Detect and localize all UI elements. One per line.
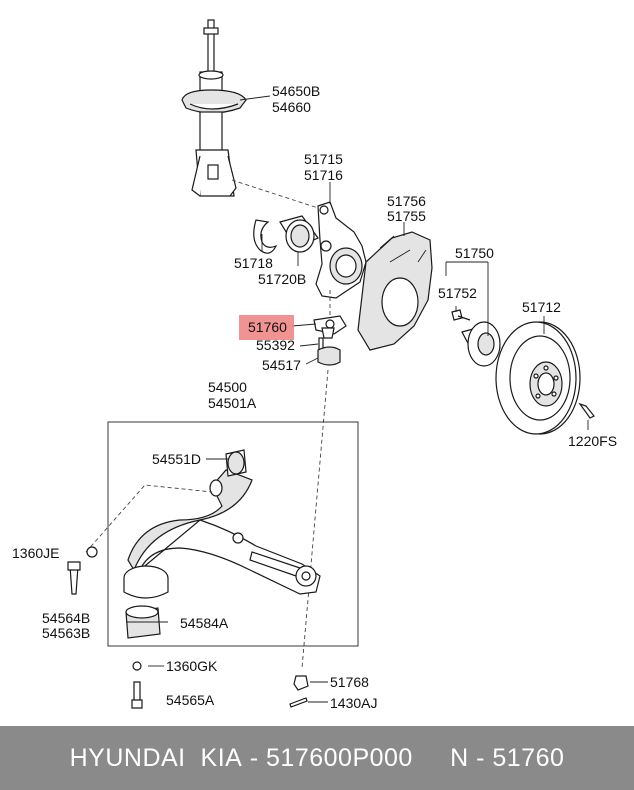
brake-disc [495, 321, 581, 435]
label-51752: 51752 [438, 285, 477, 301]
label-54650b: 54650B [272, 83, 320, 99]
part-number-footer: HYUNDAI KIA - 517600P000 N - 51760 [0, 726, 634, 790]
disc-screw [578, 402, 595, 419]
lower-arm-group-box [107, 421, 359, 647]
footer-n-value: 51760 [492, 743, 565, 772]
label-51756: 51756 [387, 193, 426, 209]
dust-shield [357, 231, 433, 351]
footer-separator: - [242, 743, 267, 772]
label-51718: 51718 [234, 255, 273, 271]
bushing-a [125, 605, 161, 639]
leader-lines [126, 95, 589, 703]
footer-separator-2: - [468, 743, 493, 772]
part-labels: 54650B 54660 51715 51716 51756 51755 517… [12, 83, 617, 711]
label-1360gk: 1360GK [166, 658, 218, 674]
footer-part-number: 517600P000 [266, 743, 413, 772]
label-55392: 55392 [256, 337, 295, 353]
ball-joint [313, 315, 347, 366]
label-1360je: 1360JE [12, 545, 59, 561]
pin-1430aj [289, 697, 308, 708]
strut-assembly [181, 19, 247, 197]
label-1430aj: 1430AJ [330, 695, 377, 711]
part-highlight [239, 315, 294, 340]
label-51712: 51712 [522, 299, 561, 315]
label-54660: 54660 [272, 99, 311, 115]
label-51750: 51750 [455, 245, 494, 261]
label-54551d: 54551D [152, 451, 201, 467]
nut-1360gk [132, 661, 142, 671]
label-54517: 54517 [262, 357, 301, 373]
label-51755: 51755 [387, 208, 426, 224]
wheel-bearing [279, 215, 319, 253]
label-51716: 51716 [304, 167, 343, 183]
label-1220fs: 1220FS [568, 433, 617, 449]
label-54564b: 54564B [42, 610, 90, 626]
label-54501a: 54501A [208, 395, 257, 411]
steering-knuckle [315, 201, 367, 299]
lower-control-arm [123, 469, 321, 599]
nut-51768 [293, 675, 309, 691]
wheel-hub [451, 309, 501, 367]
label-51720b: 51720B [258, 271, 306, 287]
nut-1360je [86, 546, 98, 558]
label-54563b: 54563B [42, 625, 90, 641]
bushing-d [225, 449, 247, 477]
footer-n-prefix: N [450, 743, 469, 772]
label-51768: 51768 [330, 674, 369, 690]
label-51715: 51715 [304, 151, 343, 167]
footer-brand: HYUNDAI KIA [69, 743, 243, 772]
snap-ring [253, 219, 278, 254]
label-54584a: 54584A [180, 615, 229, 631]
label-54565a: 54565A [166, 692, 215, 708]
label-54500: 54500 [208, 379, 247, 395]
label-51760: 51760 [248, 319, 287, 335]
exploded-parts-diagram: 54650B 54660 51715 51716 51756 51755 517… [12, 19, 617, 711]
footer-gap [413, 744, 450, 773]
